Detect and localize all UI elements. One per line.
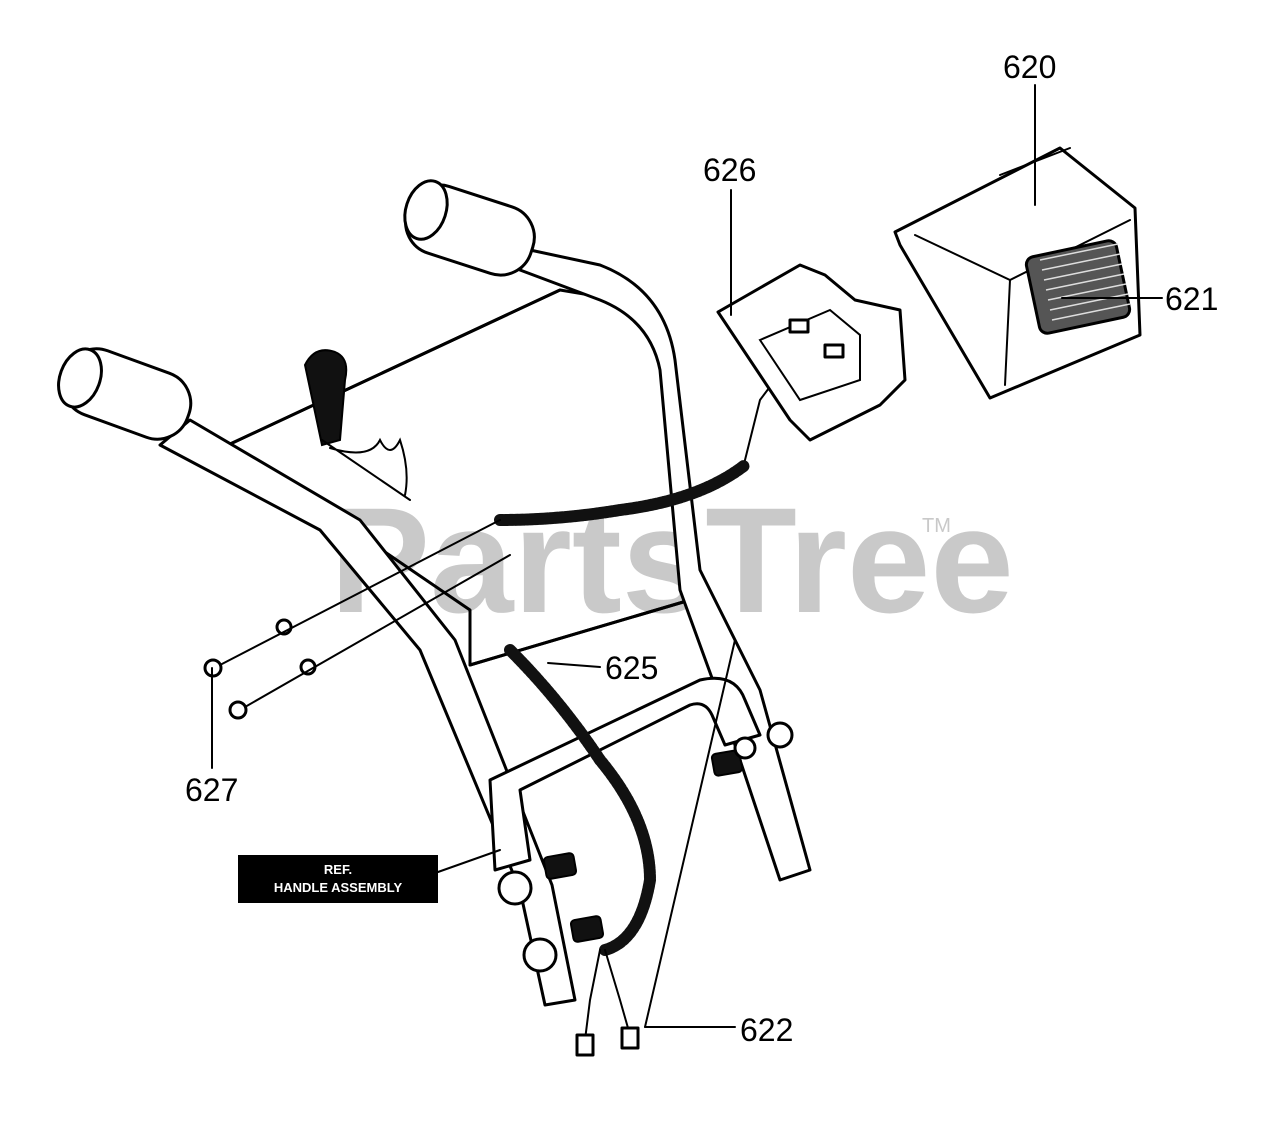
reference-label-line1: REF. (324, 862, 352, 877)
reference-label-line2: HANDLE ASSEMBLY (274, 880, 403, 895)
mounting-screws (203, 519, 511, 720)
connector-left (575, 1033, 595, 1057)
light-bracket (716, 263, 907, 442)
bracket-bolts (497, 721, 794, 973)
reference-label: REF. HANDLE ASSEMBLY (238, 855, 438, 903)
callout-627: 627 (185, 772, 238, 808)
callout-625: 625 (605, 650, 658, 686)
callout-621: 621 (1165, 281, 1218, 317)
wiring-harness (494, 359, 791, 1057)
callout-620: 620 (1003, 49, 1056, 85)
leader-lines (211, 84, 1163, 1028)
watermark-trademark: TM (922, 515, 951, 537)
reference-label-box (238, 855, 438, 903)
lower-bracket (488, 676, 762, 872)
headlight-lens (1024, 239, 1132, 335)
callouts: 620 621 622 625 626 627 (185, 49, 1218, 1048)
headlight-housing (893, 146, 1142, 400)
shift-lever (303, 349, 411, 501)
callout-626: 626 (703, 152, 756, 188)
callout-622: 622 (740, 1012, 793, 1048)
connector-right (620, 1026, 640, 1050)
